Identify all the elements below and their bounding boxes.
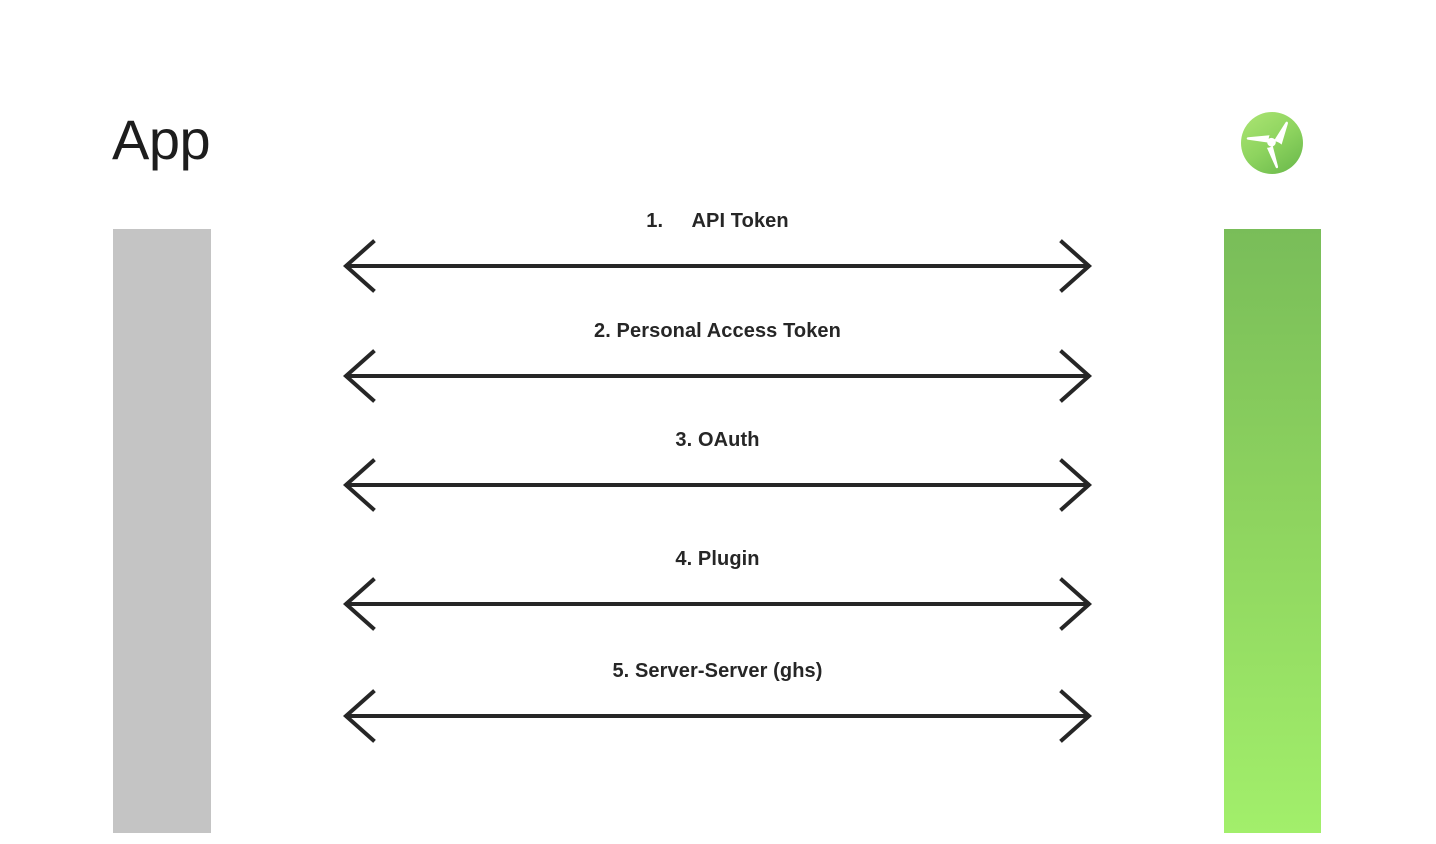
bidirectional-arrow-icon <box>335 236 1100 296</box>
lifeline-app <box>113 229 211 833</box>
message-label: 3. OAuth <box>675 429 760 451</box>
message-row: 5. Server-Server (ghs) <box>335 660 1100 746</box>
message-row: 2. Personal Access Token <box>335 320 1100 406</box>
bidirectional-arrow-icon <box>335 574 1100 634</box>
message-row: 4. Plugin <box>335 548 1100 634</box>
message-label: 5. Server-Server (ghs) <box>612 660 823 682</box>
bidirectional-arrow-icon <box>335 346 1100 406</box>
message-row: 1. API Token <box>335 210 1100 296</box>
message-row: 3. OAuth <box>335 429 1100 515</box>
message-label: 4. Plugin <box>675 548 760 570</box>
lifeline-service <box>1224 229 1321 833</box>
message-label: 2. Personal Access Token <box>594 320 841 342</box>
bidirectional-arrow-icon <box>335 686 1100 746</box>
bidirectional-arrow-icon <box>335 455 1100 515</box>
message-label: 1. API Token <box>646 210 789 232</box>
propeller-logo-icon <box>1240 111 1304 175</box>
actor-app-label: App <box>112 108 211 171</box>
